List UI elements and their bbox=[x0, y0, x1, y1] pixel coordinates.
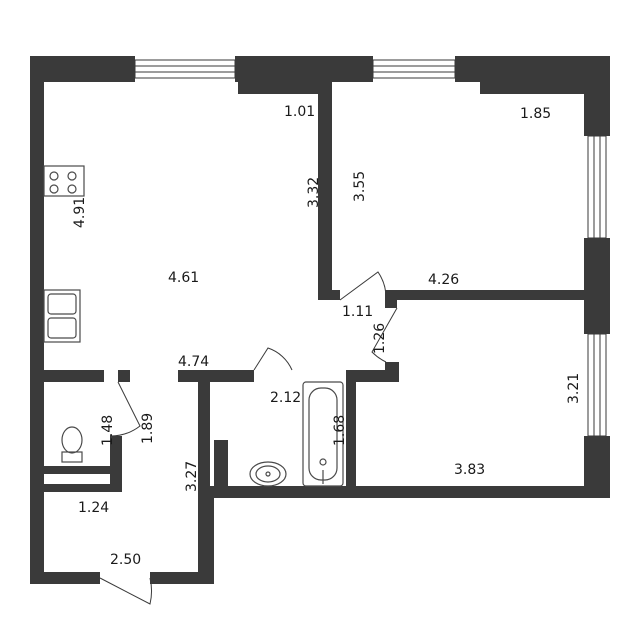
door-room bbox=[371, 307, 398, 363]
toilet-icon bbox=[61, 426, 83, 463]
wall-pillar-left bbox=[238, 56, 330, 94]
dim-kitchen-wall: 4.91 bbox=[72, 197, 88, 228]
dim-kitchen-window: 1.01 bbox=[284, 104, 315, 120]
wall-bath-shaft bbox=[214, 440, 228, 486]
wall-bedroom-bottom-right bbox=[385, 290, 584, 300]
window-bedroom-right bbox=[587, 135, 607, 239]
dim-bedroom-left: 3.55 bbox=[352, 171, 368, 202]
sink-icon bbox=[43, 289, 81, 343]
dim-hall-height: 3.27 bbox=[184, 461, 200, 492]
bathtub-icon bbox=[302, 381, 344, 487]
dim-bathtub: 1.68 bbox=[332, 415, 348, 446]
dim-kitchen-bottom: 4.74 bbox=[178, 354, 209, 370]
window-bedroom-top bbox=[372, 59, 456, 79]
windows bbox=[134, 59, 607, 437]
dim-bedroom-top: 1.85 bbox=[520, 106, 551, 122]
dim-bedroom-width: 4.26 bbox=[428, 272, 459, 288]
wall-top-left bbox=[30, 56, 135, 82]
wall-bottom-hall-right bbox=[150, 572, 214, 584]
wall-bedroom-bottom bbox=[318, 290, 340, 300]
wall-wc-bottom-2 bbox=[44, 484, 122, 492]
wall-wc-top bbox=[44, 370, 104, 382]
wall-wc-bottom bbox=[44, 466, 122, 474]
wall-hall-right bbox=[198, 486, 214, 584]
interior-walls bbox=[44, 82, 584, 492]
dim-kitchen-right: 3.32 bbox=[306, 177, 322, 208]
wall-right-1 bbox=[584, 56, 610, 136]
door-entrance bbox=[99, 577, 152, 605]
wall-bottom-hall-left bbox=[30, 572, 100, 584]
wall-room-left-stub bbox=[385, 290, 397, 308]
dim-room-width: 3.83 bbox=[454, 462, 485, 478]
dim-hall-width: 2.50 bbox=[110, 552, 141, 568]
dim-bath-width: 2.12 bbox=[270, 390, 301, 406]
wall-bath-right bbox=[346, 370, 356, 490]
wall-wc-top-right bbox=[118, 370, 130, 382]
doors bbox=[99, 271, 398, 605]
dim-corridor: 1.11 bbox=[342, 304, 373, 320]
wall-left-upper bbox=[30, 56, 44, 368]
dim-wc-door: 1.89 bbox=[140, 413, 156, 444]
wall-bottom-right bbox=[210, 486, 610, 498]
washbasin-icon bbox=[249, 461, 287, 487]
wall-wc-right bbox=[110, 436, 122, 492]
door-wc bbox=[109, 381, 141, 437]
dim-storage: 1.24 bbox=[78, 500, 109, 516]
wall-kitchen-bottom bbox=[178, 370, 254, 382]
dim-wc-height: 1.48 bbox=[100, 415, 116, 446]
door-bath bbox=[253, 347, 293, 371]
dimension-labels: 1.01 1.85 4.91 3.32 3.55 4.61 4.26 1.11 … bbox=[72, 104, 582, 568]
dim-room-right: 3.21 bbox=[566, 373, 582, 404]
dim-door-room: 1.26 bbox=[372, 323, 388, 354]
door-bedroom bbox=[339, 271, 387, 301]
wall-right-2 bbox=[584, 238, 610, 334]
wall-left-lower bbox=[30, 368, 44, 584]
wall-bath-left bbox=[198, 370, 210, 490]
window-kitchen bbox=[134, 59, 236, 79]
outer-walls bbox=[30, 56, 610, 584]
wall-kitchen-bottom-2 bbox=[355, 370, 399, 382]
window-room-right bbox=[587, 333, 607, 437]
dim-kitchen-width: 4.61 bbox=[168, 270, 199, 286]
wall-kitchen-bedroom bbox=[318, 82, 332, 300]
stove-icon bbox=[43, 165, 85, 197]
